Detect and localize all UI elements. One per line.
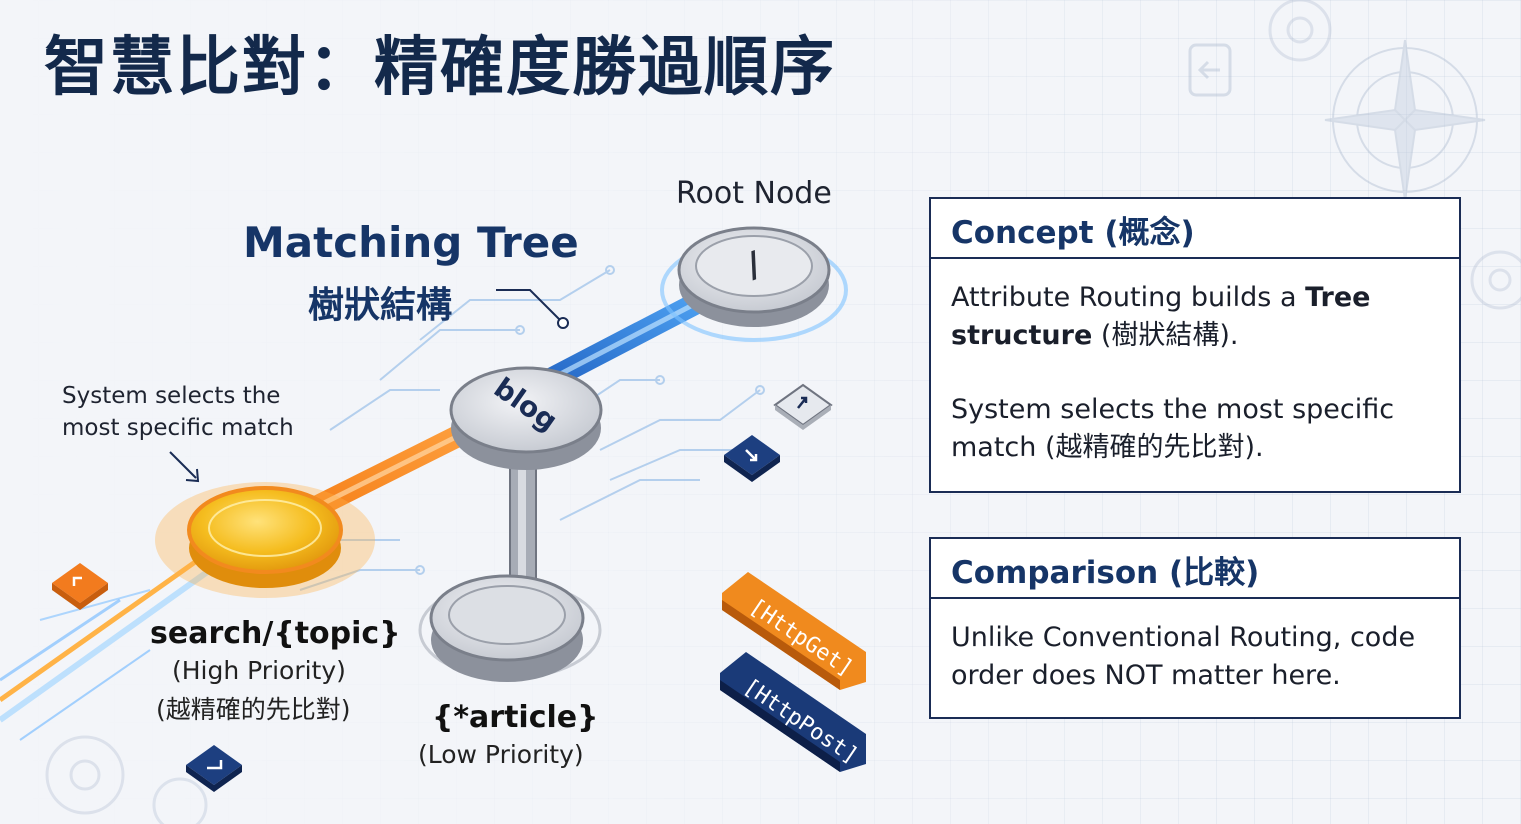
note-line-1: System selects the <box>62 383 281 409</box>
blog-node <box>449 366 603 470</box>
matching-tree-diagram: / blog <box>0 176 866 792</box>
concept-heading: Concept (概念) <box>931 199 1459 259</box>
key-tile-navy-icon <box>186 745 242 792</box>
tree-graphic: / blog <box>0 226 866 792</box>
comparison-card: Comparison (比較) Unlike Conventional Rout… <box>929 537 1461 719</box>
gear-icon <box>45 0 1521 824</box>
comparison-heading: Comparison (比較) <box>931 539 1459 599</box>
tree-title-leader <box>496 289 561 321</box>
tree-subtitle: 樹狀結構 <box>308 285 453 326</box>
article-priority-label: (Low Priority) <box>418 740 584 769</box>
search-priority-label: (High Priority) <box>172 656 346 685</box>
comparison-text: Unlike Conventional Routing, code order … <box>951 622 1416 691</box>
root-node <box>660 226 848 342</box>
article-node <box>418 574 602 682</box>
back-arrow-icon <box>1188 43 1232 97</box>
compass-icon <box>1324 39 1486 201</box>
note-line-2: most specific match <box>62 415 294 441</box>
key-tile-orange-icon <box>52 563 108 610</box>
root-node-label: Root Node <box>676 176 832 211</box>
tree-title: Matching Tree <box>243 218 579 267</box>
search-node <box>155 482 375 598</box>
search-note-label: (越精確的先比對) <box>156 695 351 724</box>
key-tile-up-icon <box>773 383 833 430</box>
note-arrow <box>169 451 197 479</box>
article-route-label: {*article} <box>432 700 599 735</box>
key-tile-down-icon <box>724 435 780 482</box>
comparison-body: Unlike Conventional Routing, code order … <box>931 599 1459 695</box>
search-route-label: search/{topic} <box>150 616 401 651</box>
page-title: 智慧比對：精確度勝過順序 <box>44 31 836 105</box>
incoming-request-lines <box>0 552 212 741</box>
tree-structure-emphasis: Tree structure <box>951 282 1371 351</box>
concept-text-2: System selects the most specific match (… <box>951 394 1395 463</box>
concept-card: Concept (概念) Attribute Routing builds a … <box>929 197 1461 493</box>
specific-match-note: System selects the most specific match <box>62 380 294 444</box>
concept-body: Attribute Routing builds a Tree structur… <box>931 259 1459 467</box>
concept-text-1: Attribute Routing builds a Tree structur… <box>951 282 1371 351</box>
